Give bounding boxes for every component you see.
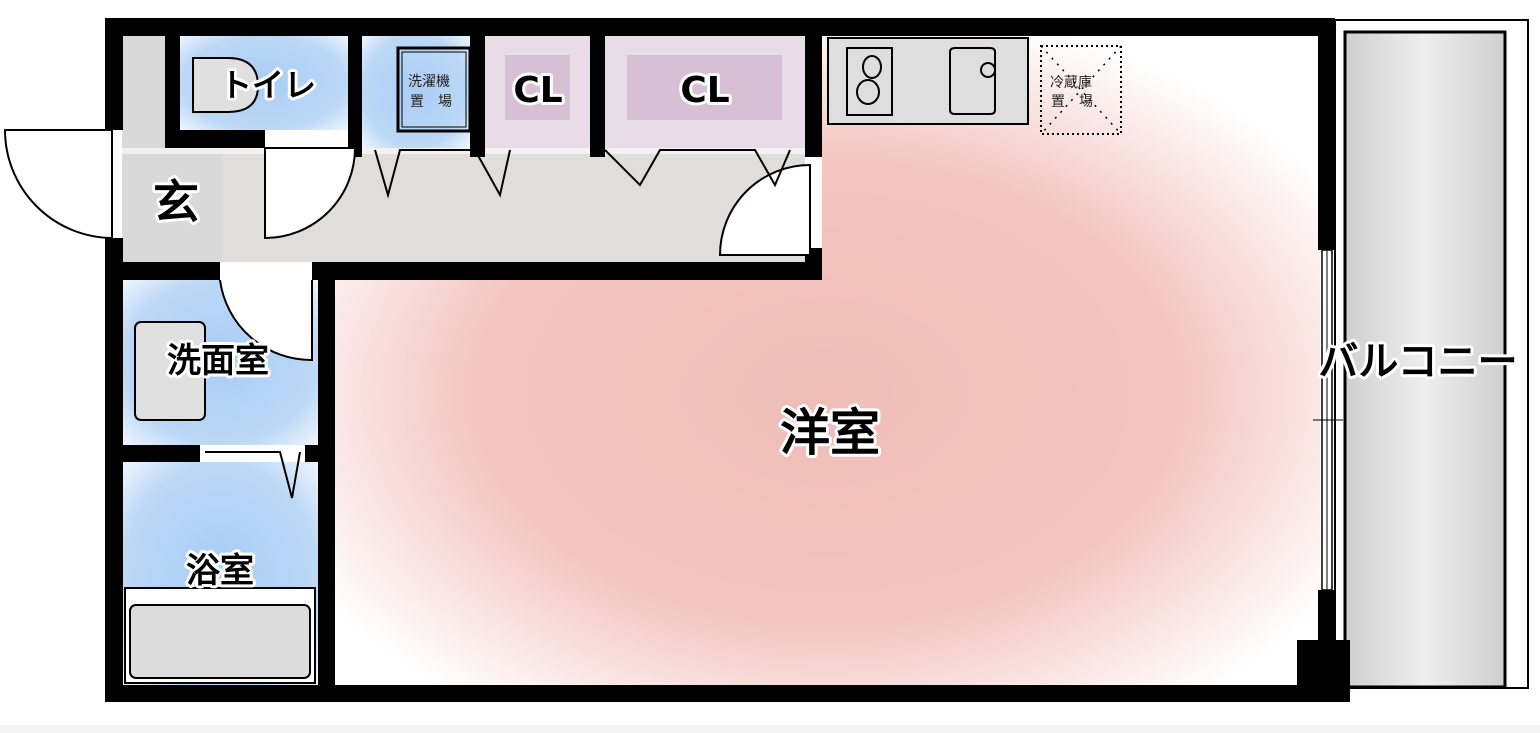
toilet-fixture-icon bbox=[192, 57, 260, 113]
corridor bbox=[122, 148, 805, 262]
room-door-icon bbox=[718, 163, 811, 256]
corridor-door-icon bbox=[264, 147, 357, 240]
bathroom-label: 浴室 bbox=[186, 551, 254, 591]
fridge-label-line1: 冷蔵庫 bbox=[1050, 74, 1092, 91]
closet-2-label: CL bbox=[680, 70, 729, 111]
walls bbox=[105, 18, 1350, 702]
balcony bbox=[1334, 19, 1529, 689]
balcony-label: バルコニー bbox=[1318, 339, 1517, 385]
washroom-label: 洗面室 bbox=[167, 341, 269, 381]
washbasin-icon bbox=[134, 321, 206, 421]
entrance-door-icon bbox=[3, 129, 113, 240]
washer-label-line1: 洗濯機 bbox=[408, 74, 450, 90]
washer-space bbox=[362, 35, 470, 148]
fridge-space-icon bbox=[1040, 45, 1122, 135]
stove-icon bbox=[846, 47, 893, 116]
kitchen-counter bbox=[827, 37, 1029, 125]
washroom-door-icon bbox=[219, 279, 313, 362]
western-room-label: 洋室 bbox=[780, 404, 880, 462]
doors bbox=[3, 129, 811, 499]
entrance-label: 玄 bbox=[153, 175, 199, 229]
fridge-label-line2: 置 場 bbox=[1051, 94, 1093, 110]
sink-icon bbox=[949, 47, 996, 115]
toilet-label: トイレ bbox=[220, 66, 316, 104]
washer-label-line2: 置 場 bbox=[410, 94, 452, 110]
closet-1-label: CL bbox=[513, 70, 562, 111]
